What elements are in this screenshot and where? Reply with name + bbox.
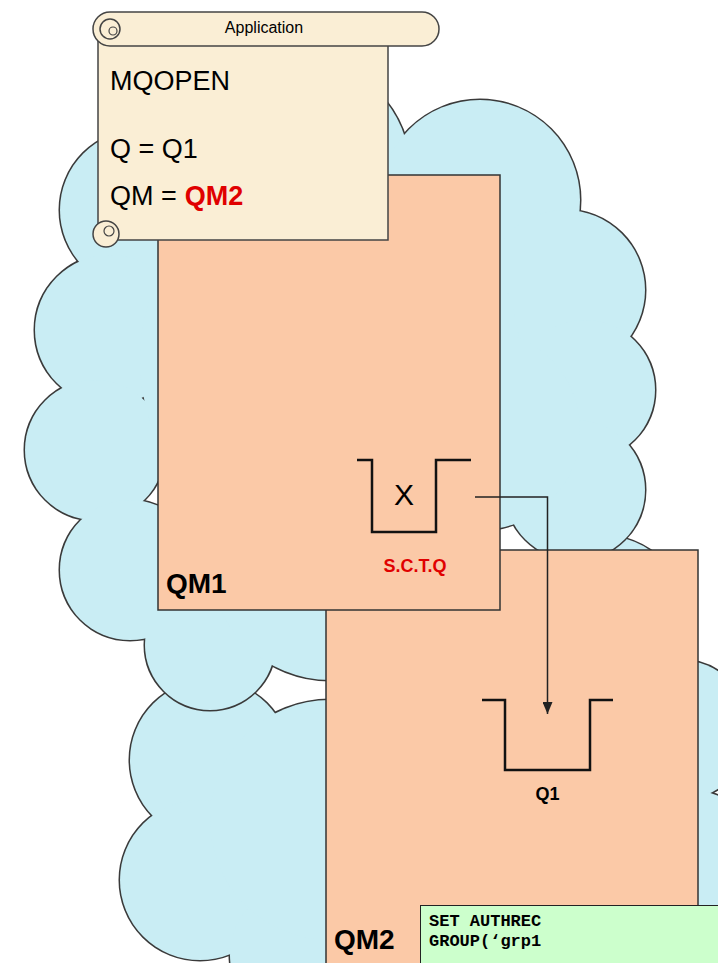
parameter-value: QM2 bbox=[185, 181, 244, 212]
scroll-top-roll bbox=[93, 12, 439, 46]
scroll-body bbox=[98, 29, 388, 240]
text-holder: Q = Q1 bbox=[110, 134, 198, 165]
text-holder: Application bbox=[94, 19, 434, 37]
queue-outline bbox=[482, 700, 613, 770]
text-holder: SET AUTHREC GROUP(‘grp1 bbox=[429, 912, 546, 951]
text-holder: QM1 bbox=[166, 568, 227, 600]
parameter-name: QM = bbox=[110, 181, 177, 212]
box-outlines bbox=[158, 175, 698, 963]
message-flow-arrow bbox=[475, 497, 548, 714]
command-box: SET AUTHREC GROUP(‘grp1 bbox=[420, 905, 718, 963]
scroll-curl bbox=[93, 221, 119, 247]
scroll-curl bbox=[100, 19, 120, 39]
transmission-queue: X S.C.T.Q bbox=[355, 458, 481, 583]
queue-label: Q1 bbox=[535, 784, 559, 805]
queue-symbol bbox=[480, 698, 615, 773]
command-text: SET AUTHREC GROUP(‘grp1 bbox=[429, 912, 546, 951]
text-holder: QM2 bbox=[334, 924, 395, 956]
queue-manager-label: QM2 bbox=[334, 924, 395, 956]
scroll-outline bbox=[88, 4, 444, 260]
parameter-line: Q = Q1 bbox=[110, 134, 198, 165]
api-call: MQOPEN bbox=[110, 66, 230, 97]
local-queue: Q1 bbox=[480, 698, 621, 818]
text-holder: MQOPEN bbox=[110, 66, 230, 97]
application-scroll: ApplicationMQOPEN Q = Q1 QM = QM2 bbox=[88, 4, 444, 260]
queue-manager-box: X S.C.T.Q QM1 bbox=[158, 175, 500, 610]
scroll-title: Application bbox=[225, 19, 303, 37]
queue-label: S.C.T.Q bbox=[383, 556, 446, 577]
queue-symbol bbox=[355, 458, 475, 536]
queue-manager-box: Q1QM2 bbox=[326, 550, 698, 963]
queue-manager-label: QM1 bbox=[166, 568, 227, 600]
text-holder: QM = QM2 bbox=[110, 181, 243, 212]
queue-manager-outline bbox=[326, 550, 698, 963]
text-holder: Q1 bbox=[480, 784, 615, 805]
scroll-curl bbox=[104, 226, 114, 236]
queued-message: X bbox=[394, 478, 414, 513]
text-holder: S.C.T.Q bbox=[355, 556, 475, 577]
queue-outline bbox=[357, 460, 471, 532]
scroll-curl bbox=[109, 27, 117, 35]
text-holder: X bbox=[372, 478, 436, 513]
